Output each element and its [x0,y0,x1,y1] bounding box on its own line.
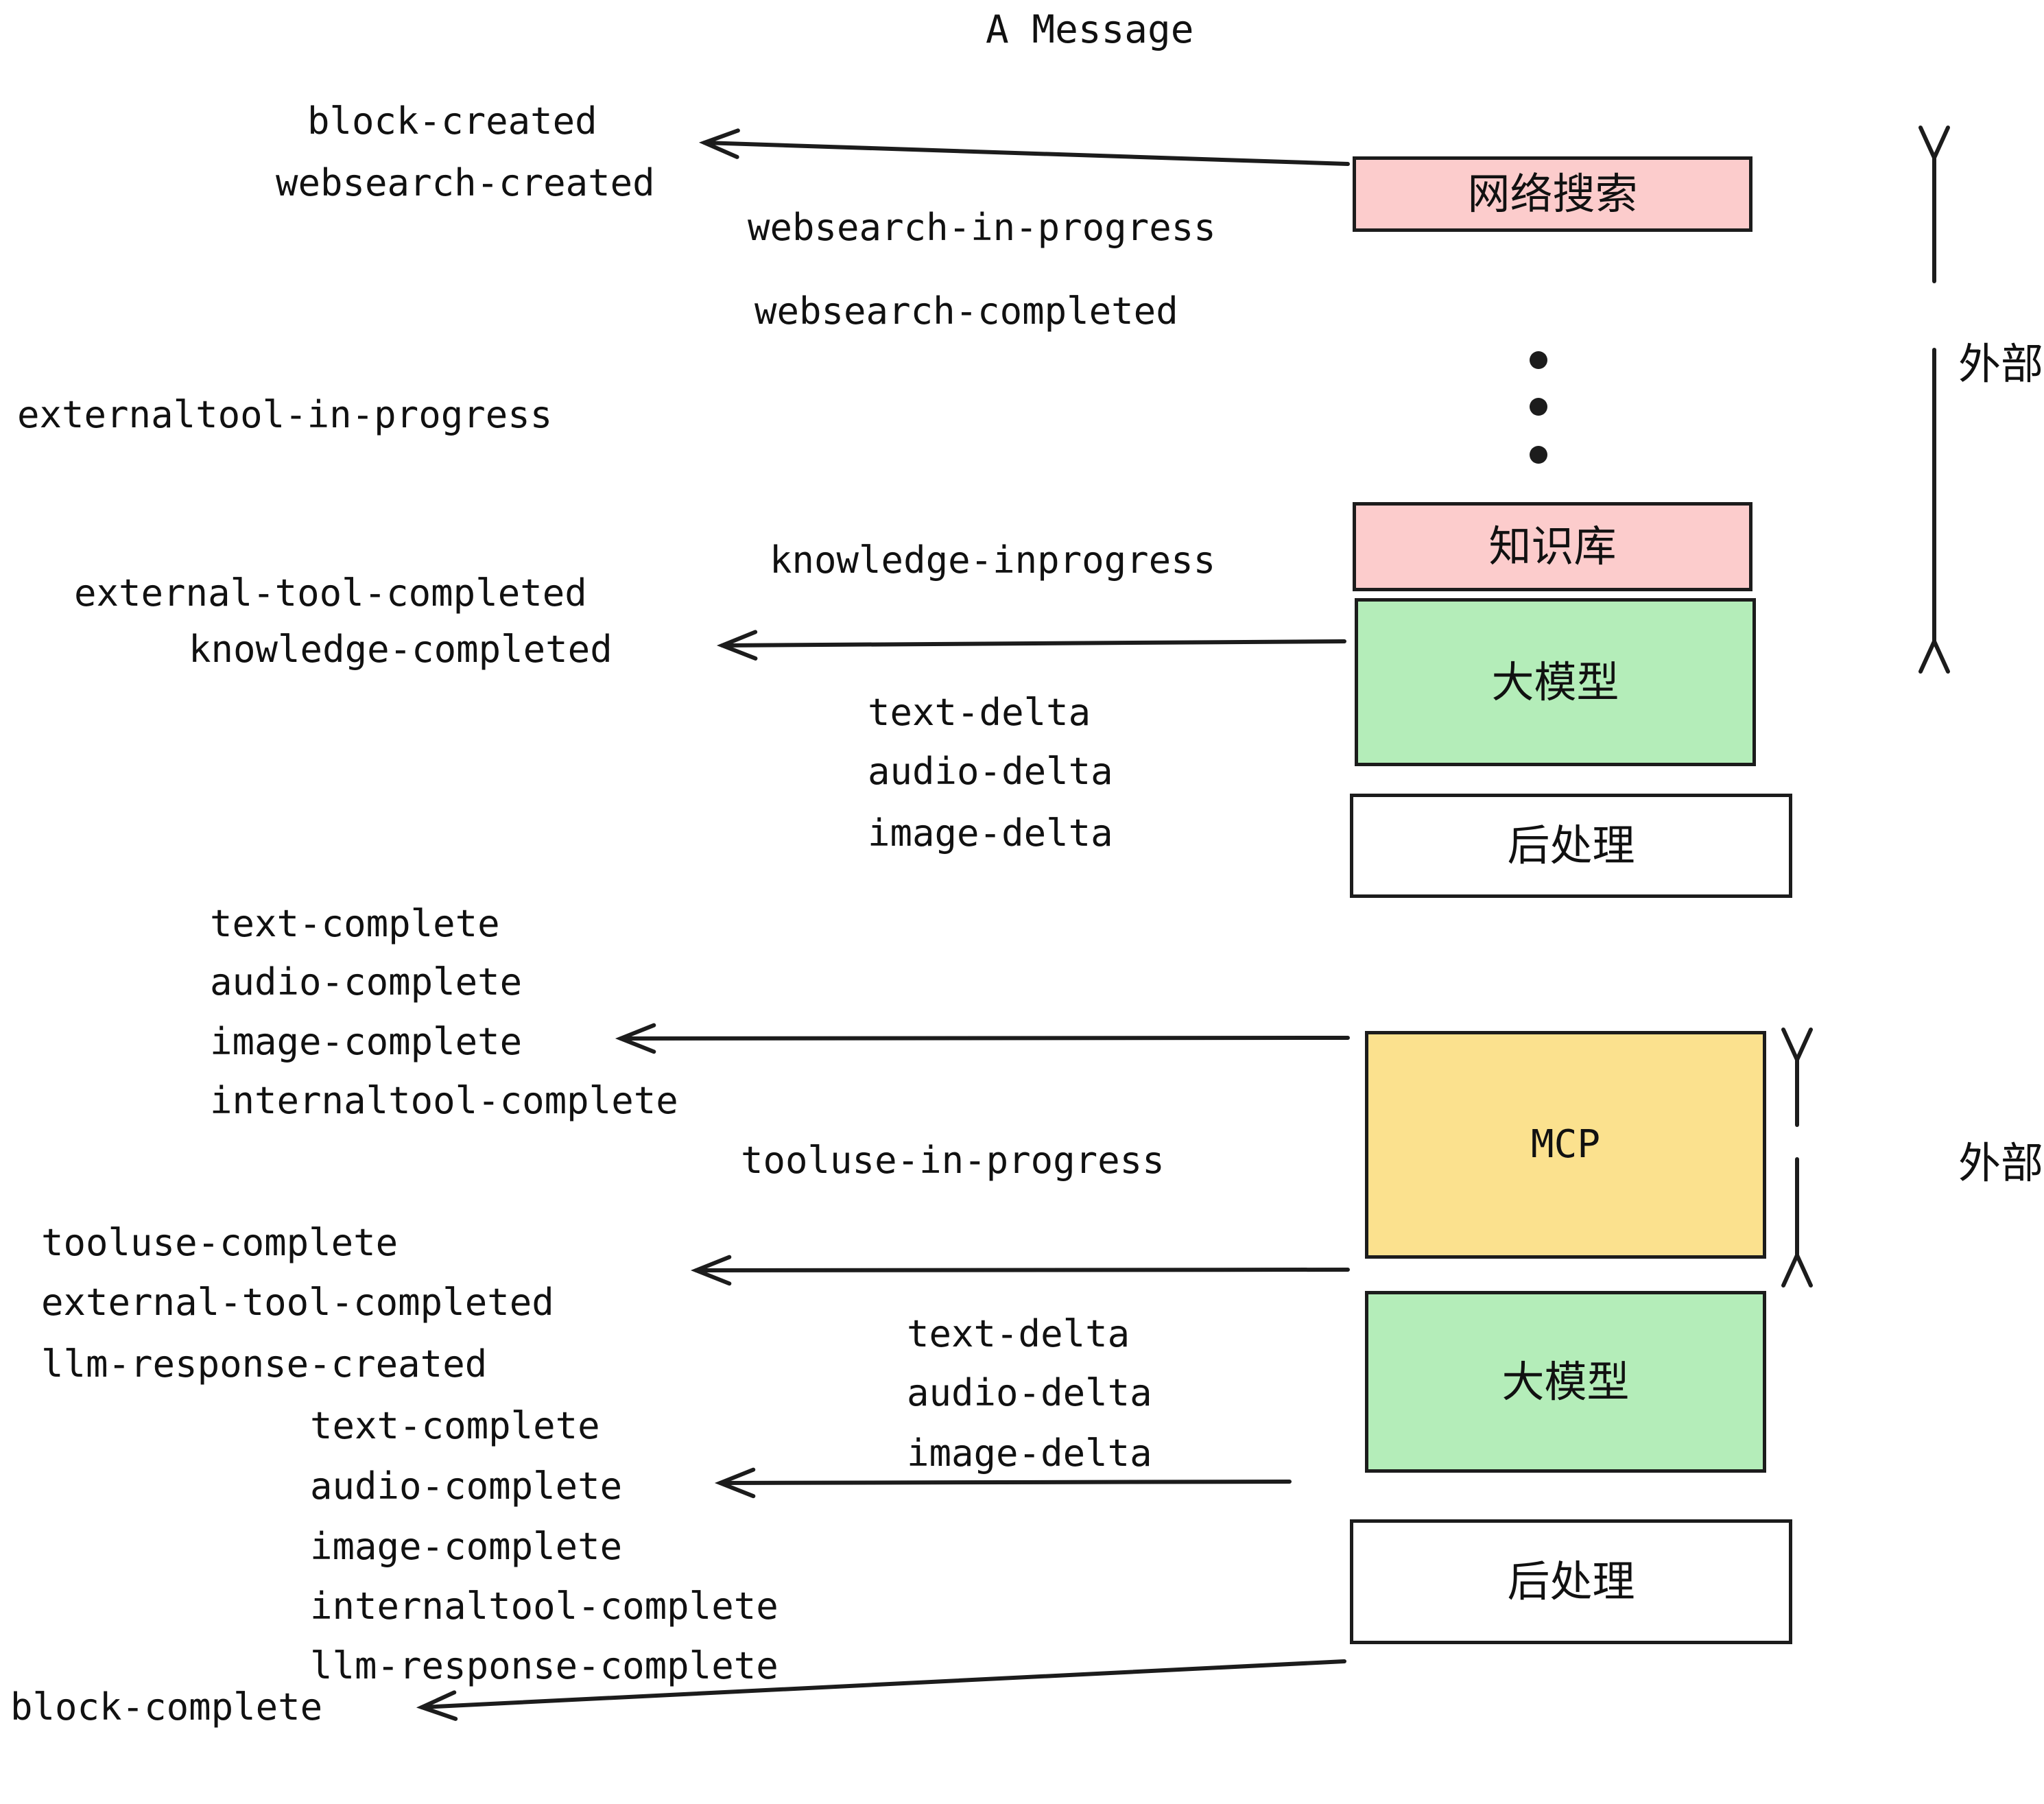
event-label-block-created: block-created [307,99,597,143]
node-label: 知识库 [1488,521,1617,571]
node-postproc-2[interactable]: 后处理 [1350,1519,1792,1644]
event-label-knowledge-inprogress: knowledge-inprogress [770,538,1216,582]
event-label-image-complete-1: image-complete [210,1020,523,1063]
event-label-text-complete-1: text-complete [210,902,500,945]
event-label-audio-complete-1: audio-complete [210,960,523,1004]
node-label: 大模型 [1491,656,1619,707]
event-label-text-delta-1: text-delta [868,691,1091,734]
event-label-internaltool-complete-1: internaltool-complete [210,1079,678,1122]
arrow-knowledge-completed [716,630,1346,661]
node-mcp[interactable]: MCP [1365,1031,1766,1259]
event-label-tooluse-complete: tooluse-complete [41,1221,399,1264]
event-label-block-complete: block-complete [10,1685,323,1729]
event-label-external-tool-completed-2: external-tool-completed [41,1281,554,1324]
node-llm-2[interactable]: 大模型 [1365,1291,1766,1473]
event-label-audio-delta-2: audio-delta [907,1371,1152,1414]
arrow-image-complete [615,1023,1350,1054]
event-label-audio-complete-2: audio-complete [310,1464,623,1508]
node-label: 后处理 [1507,820,1635,870]
side-label-external-tool-top: 外部工具 [1958,339,2044,389]
external-tool-bottom-down [1781,1157,1813,1287]
event-label-text-delta-2: text-delta [907,1312,1130,1355]
node-label: 网络搜索 [1467,169,1638,219]
event-label-text-complete-2: text-complete [310,1404,600,1447]
event-label-image-delta-2: image-delta [907,1432,1152,1475]
event-label-websearch-in-progress: websearch-in-progress [748,206,1216,249]
arrow-tooluse-complete [690,1255,1350,1286]
event-label-llm-response-complete: llm-response-complete [310,1644,779,1687]
event-label-internaltool-complete-2: internaltool-complete [310,1585,779,1628]
event-label-image-delta-1: image-delta [868,811,1113,855]
event-label-audio-delta-1: audio-delta [868,750,1113,793]
side-label-external-tool-bottom: 外部工具 [1958,1138,2044,1188]
external-tool-bottom-up [1781,1028,1813,1127]
event-label-external-tool-completed-1: external-tool-completed [74,571,587,615]
node-postproc-1[interactable]: 后处理 [1350,794,1792,898]
ellipsis-dot-2 [1530,398,1547,416]
event-label-tooluse-in-progress: tooluse-in-progress [741,1139,1165,1182]
event-label-websearch-completed: websearch-completed [754,289,1178,333]
external-tool-top-down [1918,348,1950,674]
node-llm-1[interactable]: 大模型 [1355,598,1756,766]
arrow-block-created [698,128,1350,166]
external-tool-top-up [1918,126,1950,283]
node-label: 大模型 [1501,1356,1630,1407]
page-title: A Message [986,8,1194,52]
node-label: 后处理 [1507,1556,1635,1606]
event-label-websearch-created: websearch-created [276,161,655,204]
event-label-knowledge-completed: knowledge-completed [189,628,613,671]
ellipsis-dot-3 [1530,446,1547,464]
event-label-image-complete-2: image-complete [310,1525,623,1568]
node-label: MCP [1530,1122,1601,1167]
event-label-llm-response-created: llm-response-created [41,1342,488,1386]
ellipsis-dot-1 [1530,351,1547,369]
node-knowledge[interactable]: 知识库 [1353,502,1752,591]
node-websearch[interactable]: 网络搜索 [1353,156,1752,232]
event-label-externaltool-in-progress: externaltool-in-progress [17,393,553,436]
